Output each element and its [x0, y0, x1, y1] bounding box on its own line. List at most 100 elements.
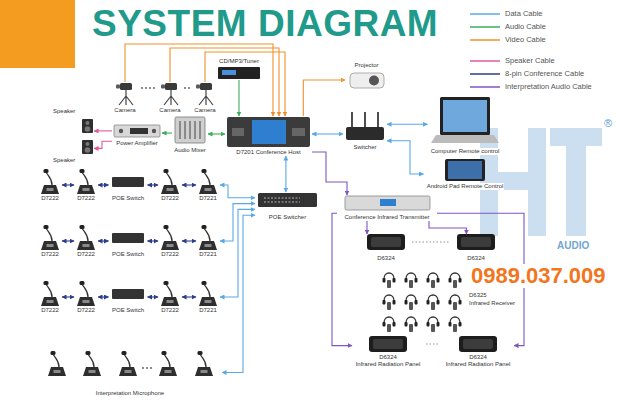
poe-switch-icon [112, 233, 144, 243]
camera-node: Camera [156, 82, 184, 114]
projector-body [350, 73, 384, 88]
device-caption: Camera [158, 107, 181, 114]
chairman-unit: D7221 [196, 224, 220, 258]
legend-line [470, 86, 500, 88]
laptop-screen [440, 97, 490, 135]
dot [149, 87, 151, 89]
device-caption: Projector [353, 62, 379, 69]
tuner-icon [218, 67, 260, 79]
cable-connector [148, 184, 159, 185]
cable-connector [148, 296, 159, 297]
cable-connector [98, 296, 109, 297]
caption-stack: D7222 [74, 251, 98, 258]
mic-icon [161, 281, 179, 306]
speaker-node: Speaker [52, 140, 94, 164]
receiver-icon [405, 295, 418, 310]
diagram-title: SYSTEM DIAGRAM [92, 5, 438, 42]
cable-connector [94, 130, 112, 131]
device-caption: CD/MP3/Tuner [218, 58, 260, 65]
legend-text: Audio Cable [505, 22, 546, 31]
caption-stack: POE Switch [109, 307, 148, 314]
mic-icon [77, 281, 95, 306]
receiver-icon [427, 273, 440, 288]
mic-icon [199, 225, 217, 250]
cable-connector [148, 240, 159, 241]
dot [188, 87, 190, 89]
device-caption: Speaker [52, 157, 76, 164]
switch-ports [264, 198, 300, 202]
cable-connector [62, 240, 74, 241]
caption-stack: D7221 [196, 307, 220, 314]
device-caption: Computer Remote control [430, 148, 501, 155]
host-body [227, 117, 310, 147]
caption-stack: D7222 [74, 195, 98, 202]
device-caption: D7221 [198, 307, 218, 314]
mic-icon [41, 169, 59, 194]
mic-icon [195, 351, 213, 376]
legend-text: Data Cable [505, 9, 543, 18]
infrared-link [412, 242, 450, 344]
device-caption: D7222 [40, 251, 60, 258]
tuner-display [222, 70, 236, 75]
device-caption: POE Switch [111, 195, 145, 202]
caption-stack: Power Amplifier [112, 140, 162, 147]
receiver-icon [427, 317, 440, 332]
amplifier-body [114, 125, 160, 137]
amplifier-panel [130, 128, 148, 134]
cable-connector [182, 240, 196, 241]
cable-connector [387, 141, 424, 174]
cable-connector [429, 221, 466, 234]
device-caption: D7222 [76, 307, 96, 314]
device-caption: Power Amplifier [115, 140, 159, 147]
tablet-screen [448, 161, 482, 179]
camera-icon [196, 83, 213, 105]
mic-icon [159, 351, 177, 376]
caption-stack: D7222 [38, 251, 62, 258]
poe-switch-node: POE Switch [109, 168, 148, 202]
caption-stack: Conference Infrared Transmitter [337, 214, 437, 221]
camera-node: Camera [191, 82, 219, 114]
cable-connector [62, 184, 74, 185]
poe-switch-node: POE Switch [109, 224, 148, 258]
dot [142, 367, 144, 369]
mic-icon [41, 281, 59, 306]
delegate-unit: D7222 [74, 280, 98, 314]
caption-stack: POE Switcher [255, 214, 320, 221]
logo-text: ® [603, 117, 613, 129]
device-caption: D6324 [466, 255, 486, 262]
caption-stack: D6324Infrared Radiation Panel [352, 354, 424, 368]
device-caption: Conference Infrared Transmitter [343, 214, 430, 221]
caption-stack: CD/MP3/Tuner [215, 58, 263, 65]
receiver-icon [383, 273, 396, 288]
device-caption: D7222 [40, 307, 60, 314]
caption-stack: D7222 [74, 307, 98, 314]
caption-stack: D7222 [158, 251, 182, 258]
poe-switcher-node: POE Switcher [255, 192, 320, 221]
cable-connector [98, 184, 109, 185]
router-antennas [352, 112, 378, 127]
transmitter-display [380, 199, 396, 206]
poe-switch-icon [112, 177, 144, 187]
mixer-node: Audio Mixer [172, 116, 208, 154]
mixer-faders [180, 121, 200, 139]
transmitter-node: Conference Infrared Transmitter [337, 195, 437, 221]
mic-icon [41, 225, 59, 250]
device-caption: D7221 [198, 251, 218, 258]
laptop-display [443, 100, 487, 132]
poe-switch-node: POE Switch [109, 280, 148, 314]
caption-stack: D7221 [196, 195, 220, 202]
caption-stack: Interpretation Microphone [38, 390, 222, 397]
dot [145, 87, 147, 89]
tuner-node: CD/MP3/Tuner [215, 58, 263, 80]
caption-stack: D7222 [38, 195, 62, 202]
cable-connector [98, 240, 109, 241]
chairman-unit: D7221 [196, 280, 220, 314]
device-caption: D7222 [160, 251, 180, 258]
device-caption: POE Switcher [268, 214, 307, 221]
device-caption: D7222 [160, 195, 180, 202]
amplifier-icon [114, 125, 160, 137]
receiver-icon [449, 273, 462, 288]
receiver-caption: D6325 [468, 292, 488, 299]
cable-connector [238, 80, 239, 116]
receiver-icon [427, 295, 440, 310]
